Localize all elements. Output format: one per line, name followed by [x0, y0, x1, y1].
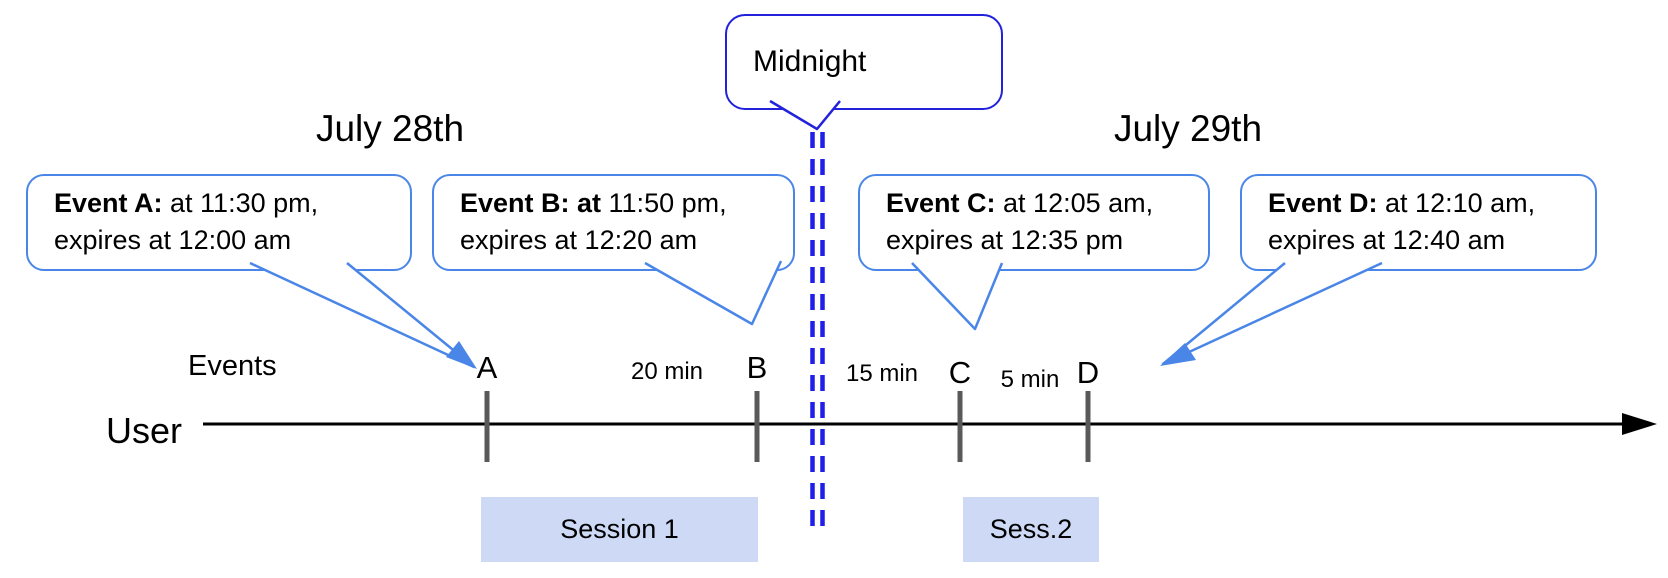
- midnight-label: Midnight: [753, 45, 867, 78]
- user-row-label: User: [106, 410, 183, 451]
- tick-label-b: B: [746, 350, 768, 385]
- interval-label-15min: 15 min: [845, 360, 919, 387]
- event-c-expiry: expires at 12:35 pm: [886, 225, 1124, 255]
- event-b-time: 11:50 pm,: [601, 188, 727, 218]
- session-1-label: Session 1: [560, 514, 679, 544]
- event-a-callout-tail: [249, 261, 476, 369]
- event-c-callout: Event C: at 12:05 am, expires at 12:35 p…: [858, 174, 1210, 271]
- timeline-arrowhead-icon: [1622, 413, 1657, 435]
- event-d-title: Event D:: [1268, 188, 1378, 218]
- session-2-box: Sess.2: [963, 497, 1099, 562]
- tick-label-c: C: [948, 355, 972, 390]
- date-title-july-28: July 28th: [315, 108, 465, 149]
- event-d-callout-tail: [1161, 261, 1383, 366]
- date-title-july-29: July 29th: [1113, 108, 1263, 149]
- event-a-callout: Event A: at 11:30 pm, expires at 12:00 a…: [26, 174, 412, 271]
- tick-label-d: D: [1076, 355, 1100, 390]
- midnight-callout: Midnight: [725, 14, 1003, 110]
- tick-label-a: A: [476, 350, 498, 385]
- event-c-time: at 12:05 am,: [995, 188, 1154, 218]
- event-b-title: Event B: at: [460, 188, 602, 218]
- event-c-callout-tail: [911, 262, 1004, 331]
- event-d-arrowhead-icon: [1160, 343, 1196, 366]
- event-d-callout: Event D: at 12:10 am, expires at 12:40 a…: [1240, 174, 1597, 271]
- event-c-title: Event C:: [886, 188, 996, 218]
- event-a-title: Event A:: [54, 188, 163, 218]
- interval-label-20min: 20 min: [630, 358, 704, 385]
- session-2-label: Sess.2: [989, 514, 1073, 544]
- event-b-expiry: expires at 12:20 am: [460, 225, 698, 255]
- interval-label-5min: 5 min: [1000, 366, 1060, 393]
- event-b-callout: Event B: at 11:50 pm, expires at 12:20 a…: [432, 174, 795, 271]
- event-a-expiry: expires at 12:00 am: [54, 225, 292, 255]
- event-a-time: at 11:30 pm,: [162, 188, 319, 218]
- events-row-label: Events: [188, 350, 277, 382]
- event-d-time: at 12:10 am,: [1377, 188, 1536, 218]
- event-d-expiry: expires at 12:40 am: [1268, 225, 1506, 255]
- session-1-box: Session 1: [481, 497, 758, 562]
